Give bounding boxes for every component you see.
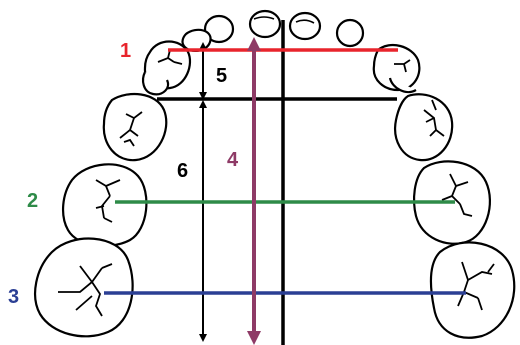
label-line-3: 3 (8, 286, 19, 308)
label-line-4: 4 (227, 149, 239, 171)
label-line-1: 1 (120, 40, 131, 62)
second-molar-teeth (34, 237, 516, 339)
incisor-teeth (181, 9, 365, 52)
label-line-2: 2 (27, 190, 38, 212)
label-line-6: 6 (177, 160, 188, 182)
upper-premolar-teeth (142, 40, 421, 96)
premolar-teeth (102, 93, 454, 162)
label-line-5: 5 (216, 65, 227, 87)
